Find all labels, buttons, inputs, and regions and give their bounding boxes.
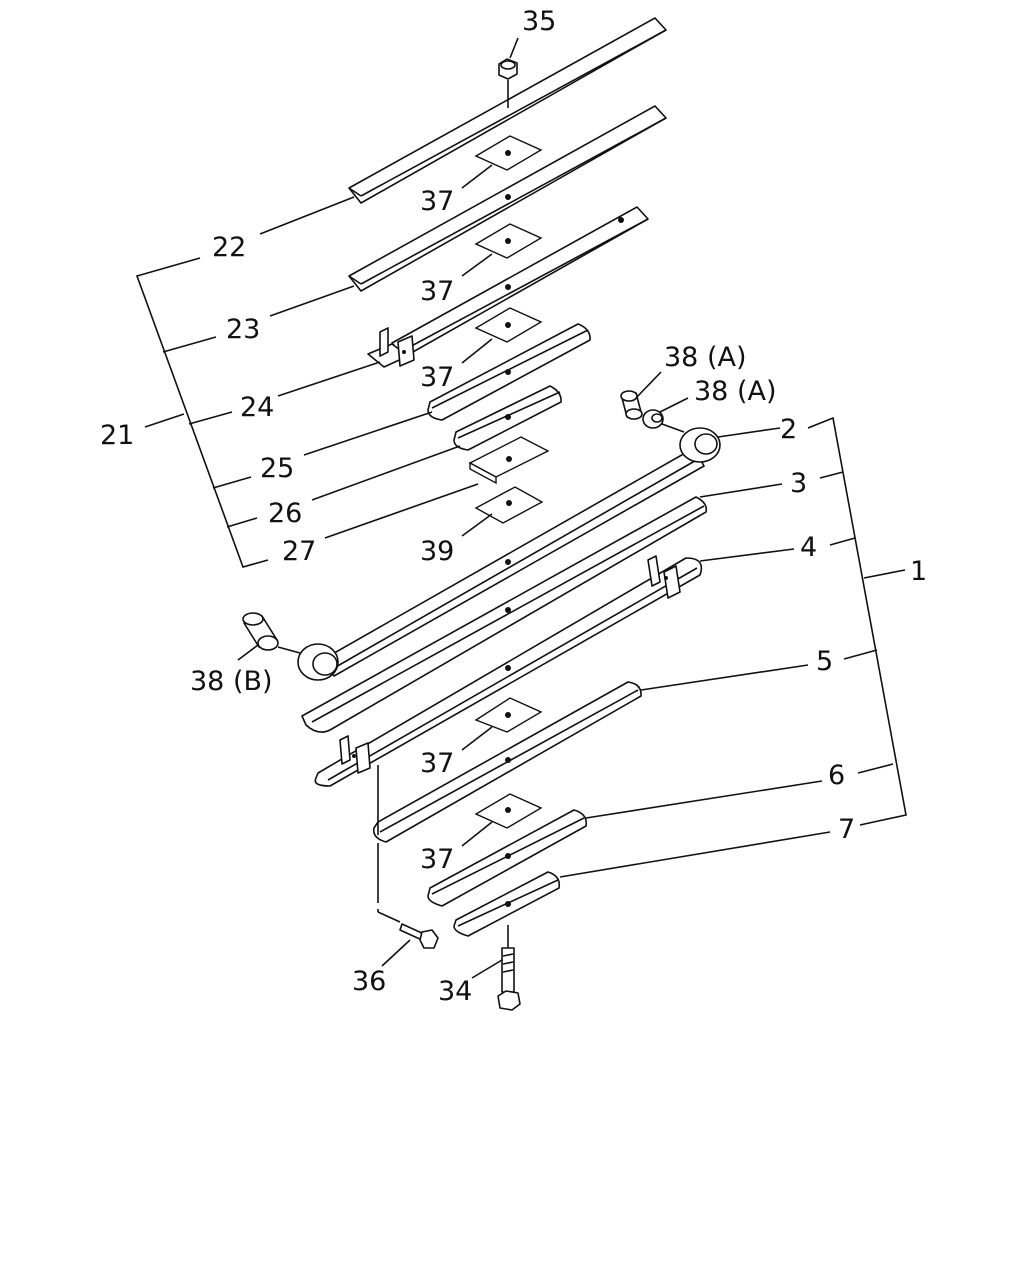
label-21: 21 — [100, 420, 134, 451]
main-leaf-2 — [297, 427, 721, 681]
bushing-38a-2 — [642, 409, 664, 429]
leaf-4 — [314, 555, 703, 787]
label-37-c: 37 — [420, 362, 454, 393]
label-38b: 38 (B) — [190, 666, 273, 697]
leaf-6 — [427, 809, 588, 907]
label-23: 23 — [226, 314, 260, 345]
label-37-d: 37 — [420, 748, 454, 779]
label-4: 4 — [800, 532, 817, 563]
clip-bolt-36 — [377, 765, 439, 949]
label-35: 35 — [522, 6, 556, 37]
bushing-38a-1 — [620, 390, 643, 420]
label-3: 3 — [790, 468, 807, 499]
label-26: 26 — [268, 498, 302, 529]
label-7: 7 — [838, 814, 855, 845]
label-2: 2 — [780, 414, 797, 445]
center-bolt-34 — [497, 925, 521, 1011]
label-36: 36 — [352, 966, 386, 997]
label-37-e: 37 — [420, 844, 454, 875]
label-22: 22 — [212, 232, 246, 263]
leaf-3 — [301, 496, 708, 733]
leaf-22 — [348, 17, 667, 204]
label-6: 6 — [828, 760, 845, 791]
label-34: 34 — [438, 976, 472, 1007]
label-25: 25 — [260, 453, 294, 484]
leaf-7 — [453, 871, 561, 937]
label-38a-1: 38 (A) — [664, 342, 746, 373]
nut-35 — [498, 58, 518, 108]
label-38a-2: 38 (A) — [694, 376, 776, 407]
label-24: 24 — [240, 392, 274, 423]
bushing-38b — [242, 612, 301, 654]
label-37-a: 37 — [420, 186, 454, 217]
label-37-b: 37 — [420, 276, 454, 307]
label-39: 39 — [420, 536, 454, 567]
leaf-5 — [372, 681, 642, 843]
label-1: 1 — [910, 556, 927, 587]
rebound-clip-24 — [367, 327, 415, 368]
bracket-1 — [807, 416, 907, 826]
bracket-21 — [135, 257, 269, 568]
label-5: 5 — [816, 646, 833, 677]
label-27: 27 — [282, 536, 316, 567]
